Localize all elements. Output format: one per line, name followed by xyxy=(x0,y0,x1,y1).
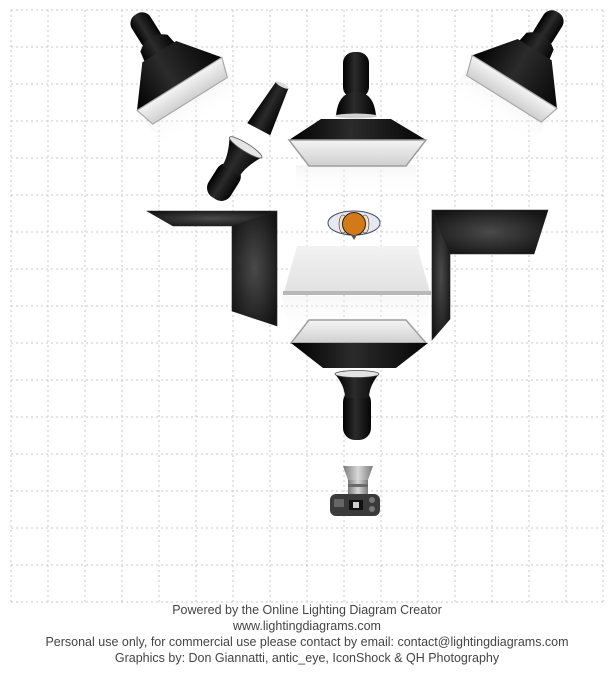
softbox-speedring xyxy=(336,92,376,116)
camera-lens-hood xyxy=(343,466,373,480)
softbox-diffuser xyxy=(465,54,558,123)
camera-grip xyxy=(334,499,344,507)
footer-website-link[interactable]: www.lightingdiagrams.com xyxy=(233,619,381,633)
softbox-glow xyxy=(449,70,547,147)
softbox-body xyxy=(137,41,222,111)
softbox-bottom-center[interactable] xyxy=(289,319,428,368)
softbox-glow xyxy=(296,165,416,193)
strobe-body xyxy=(206,163,241,201)
softbox-top-center[interactable] xyxy=(287,52,428,193)
softbox-diffuser xyxy=(287,139,428,167)
softbox-speedring xyxy=(518,32,554,61)
reflector-rim xyxy=(334,370,380,378)
v-flat-side-panel xyxy=(431,209,451,341)
footer-credits: Graphics by: Don Giannatti, antic_eye, I… xyxy=(114,651,500,665)
softbox-diffuser xyxy=(289,319,428,344)
table-edge xyxy=(283,291,431,295)
reflector-dish xyxy=(335,374,379,398)
table-surface xyxy=(284,246,430,292)
camera[interactable] xyxy=(330,466,380,516)
camera-dial-top xyxy=(369,497,375,503)
v-flat-side-panel xyxy=(231,210,278,327)
v-flat-top-panel xyxy=(431,209,549,255)
footer-license-notice: Personal use only, for commercial use pl… xyxy=(45,635,569,649)
softbox-top-left[interactable] xyxy=(94,0,247,149)
flag-left[interactable] xyxy=(145,210,278,327)
footer-powered-by: Powered by the Online Lighting Diagram C… xyxy=(172,603,442,617)
camera-lens-ring xyxy=(348,484,368,487)
softbox-body xyxy=(289,119,426,140)
lighting-diagram-canvas xyxy=(10,0,604,603)
snoot-body xyxy=(247,81,289,136)
flag-right[interactable] xyxy=(431,209,549,341)
camera-lens xyxy=(348,480,368,495)
reflector-dish xyxy=(222,137,262,177)
snoot-tip xyxy=(275,81,289,89)
camera-viewfinder xyxy=(353,502,359,508)
softbox-speedring xyxy=(140,34,176,63)
snoot-light[interactable] xyxy=(247,77,294,136)
camera-dial-bottom xyxy=(369,506,375,512)
softbox-body xyxy=(291,343,428,368)
softbox-ring xyxy=(335,113,377,119)
reflector-bottom[interactable] xyxy=(334,370,380,441)
strobe-body xyxy=(343,390,371,440)
subject[interactable] xyxy=(327,210,381,240)
reflector-dish-light[interactable] xyxy=(198,134,264,208)
softbox-glow xyxy=(147,72,245,149)
softbox-rod xyxy=(343,52,369,98)
subject-nose xyxy=(351,235,357,240)
softbox-body xyxy=(472,39,557,109)
softbox-diffuser xyxy=(136,56,229,125)
reflector-rim xyxy=(229,136,263,159)
softbox-top-right[interactable] xyxy=(448,0,601,147)
subject-head xyxy=(342,212,366,236)
